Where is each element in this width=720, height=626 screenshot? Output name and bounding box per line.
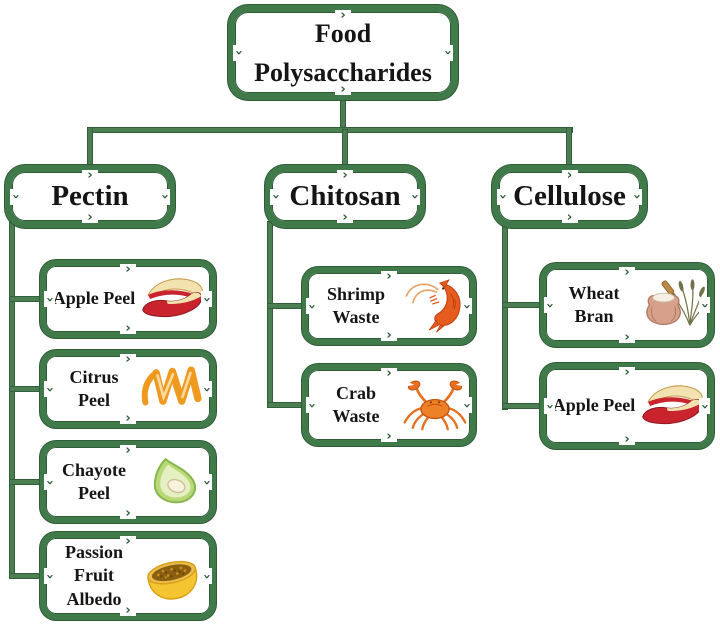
connector-drop-pectin bbox=[88, 128, 92, 168]
citrus-peel-icon bbox=[141, 366, 202, 406]
border-tear-icon: › bbox=[120, 412, 136, 425]
connector-chitosan-stub-2 bbox=[268, 403, 306, 407]
border-tear-icon: › bbox=[561, 169, 578, 182]
border-tear-icon: › bbox=[697, 398, 712, 414]
node-citrus-peel: › › › › Citrus Peel bbox=[40, 350, 216, 428]
border-tear-icon: › bbox=[199, 568, 214, 584]
chayote-peel-icon bbox=[153, 457, 196, 504]
node-apple-peel-pectin: › › › › Apple Peel bbox=[40, 260, 216, 338]
border-tear-icon: › bbox=[8, 188, 23, 205]
connector-cellulose-trunk bbox=[503, 222, 507, 409]
border-tear-icon: › bbox=[619, 331, 635, 344]
citrus-peel-label: Citrus Peel bbox=[69, 366, 119, 410]
border-tear-icon: › bbox=[42, 474, 57, 490]
pectin-label: Pectin bbox=[51, 180, 129, 212]
border-tear-icon: › bbox=[268, 188, 283, 205]
apple-peel-label: Apple Peel bbox=[52, 288, 136, 309]
connector-cellulose-stub-1 bbox=[503, 303, 544, 307]
apple-peel-label: Apple Peel bbox=[552, 395, 636, 416]
chayote-peel-label: Chayote Peel bbox=[62, 459, 126, 503]
connector-drop-cellulose bbox=[567, 128, 571, 168]
border-tear-icon: › bbox=[157, 188, 172, 205]
border-tear-icon: › bbox=[561, 211, 578, 224]
apple-peel-icon bbox=[642, 385, 703, 425]
border-tear-icon: › bbox=[697, 297, 712, 313]
node-apple-peel-cellulose: › › › › Apple Peel bbox=[540, 363, 714, 449]
border-tear-icon: › bbox=[440, 44, 455, 61]
shrimp-icon bbox=[405, 279, 461, 333]
border-tear-icon: › bbox=[82, 169, 98, 182]
connector-pectin-stub-3 bbox=[10, 480, 44, 484]
connector-chitosan-stub-1 bbox=[268, 304, 306, 308]
connector-cellulose-stub-2 bbox=[503, 404, 544, 408]
connector-main-horizontal bbox=[88, 128, 572, 132]
passion-fruit-albedo-label: Passion Fruit Albedo bbox=[64, 541, 124, 609]
border-tear-icon: › bbox=[304, 397, 319, 413]
shrimp-waste-label: Shrimp Waste bbox=[326, 283, 386, 327]
wheat-bran-icon bbox=[646, 279, 710, 326]
border-tear-icon: › bbox=[120, 444, 136, 457]
border-tear-icon: › bbox=[199, 381, 214, 397]
chitosan-label: Chitosan bbox=[289, 180, 401, 212]
node-pectin: › › › › Pectin bbox=[5, 165, 175, 228]
border-tear-icon: › bbox=[120, 353, 136, 366]
node-passion-fruit-albedo: › › › › Passion Fruit Albedo bbox=[40, 532, 216, 620]
border-tear-icon: › bbox=[542, 297, 557, 313]
wheat-bran-label: Wheat Bran bbox=[568, 282, 620, 326]
apple-peel-icon bbox=[142, 278, 203, 318]
node-wheat-bran: › › › › Wheat Bran bbox=[540, 263, 714, 347]
passion-fruit-albedo-icon bbox=[147, 560, 198, 600]
border-tear-icon: › bbox=[337, 211, 353, 224]
connector-chitosan-trunk bbox=[268, 222, 272, 407]
connector-pectin-trunk bbox=[10, 222, 14, 578]
crab-icon bbox=[403, 380, 467, 431]
border-tear-icon: › bbox=[459, 397, 474, 413]
border-tear-icon: › bbox=[619, 266, 635, 279]
border-tear-icon: › bbox=[619, 433, 635, 446]
border-tear-icon: › bbox=[42, 568, 57, 584]
border-tear-icon: › bbox=[459, 298, 474, 314]
border-tear-icon: › bbox=[120, 535, 136, 548]
node-chayote-peel: › › › › Chayote Peel bbox=[40, 441, 216, 523]
connector-pectin-stub-2 bbox=[10, 387, 44, 391]
border-tear-icon: › bbox=[542, 398, 557, 414]
border-tear-icon: › bbox=[381, 270, 397, 283]
connector-pectin-stub-4 bbox=[10, 574, 44, 578]
border-tear-icon: › bbox=[42, 381, 57, 397]
connector-pectin-stub-1 bbox=[10, 297, 44, 301]
crab-waste-label: Crab Waste bbox=[332, 382, 380, 426]
border-tear-icon: › bbox=[495, 188, 510, 205]
border-tear-icon: › bbox=[199, 474, 214, 490]
node-cellulose: › › › › Cellulose bbox=[492, 165, 647, 228]
border-tear-icon: › bbox=[120, 604, 136, 617]
node-chitosan: › › › › Chitosan bbox=[265, 165, 425, 228]
border-tear-icon: › bbox=[120, 263, 136, 276]
border-tear-icon: › bbox=[82, 211, 98, 224]
cellulose-label: Cellulose bbox=[513, 180, 626, 212]
connector-drop-chitosan bbox=[343, 130, 347, 168]
border-tear-icon: › bbox=[619, 366, 635, 379]
root-label: Food Polysaccharides bbox=[254, 18, 432, 87]
border-tear-icon: › bbox=[42, 291, 57, 307]
border-tear-icon: › bbox=[629, 188, 644, 205]
border-tear-icon: › bbox=[335, 83, 351, 96]
node-crab-waste: › › › › Crab Waste bbox=[302, 364, 476, 446]
border-tear-icon: › bbox=[231, 44, 246, 61]
border-tear-icon: › bbox=[337, 169, 353, 182]
connector-root-drop bbox=[341, 98, 345, 130]
border-tear-icon: › bbox=[120, 322, 136, 335]
border-tear-icon: › bbox=[381, 430, 397, 443]
node-shrimp-waste: › › › › Shrimp Waste bbox=[302, 267, 476, 345]
border-tear-icon: › bbox=[199, 291, 214, 307]
border-tear-icon: › bbox=[407, 188, 422, 205]
border-tear-icon: › bbox=[381, 367, 397, 380]
border-tear-icon: › bbox=[304, 298, 319, 314]
node-food-polysaccharides: › › › › Food Polysaccharides bbox=[228, 5, 458, 100]
border-tear-icon: › bbox=[120, 507, 136, 520]
border-tear-icon: › bbox=[335, 9, 351, 22]
border-tear-icon: › bbox=[381, 329, 397, 342]
